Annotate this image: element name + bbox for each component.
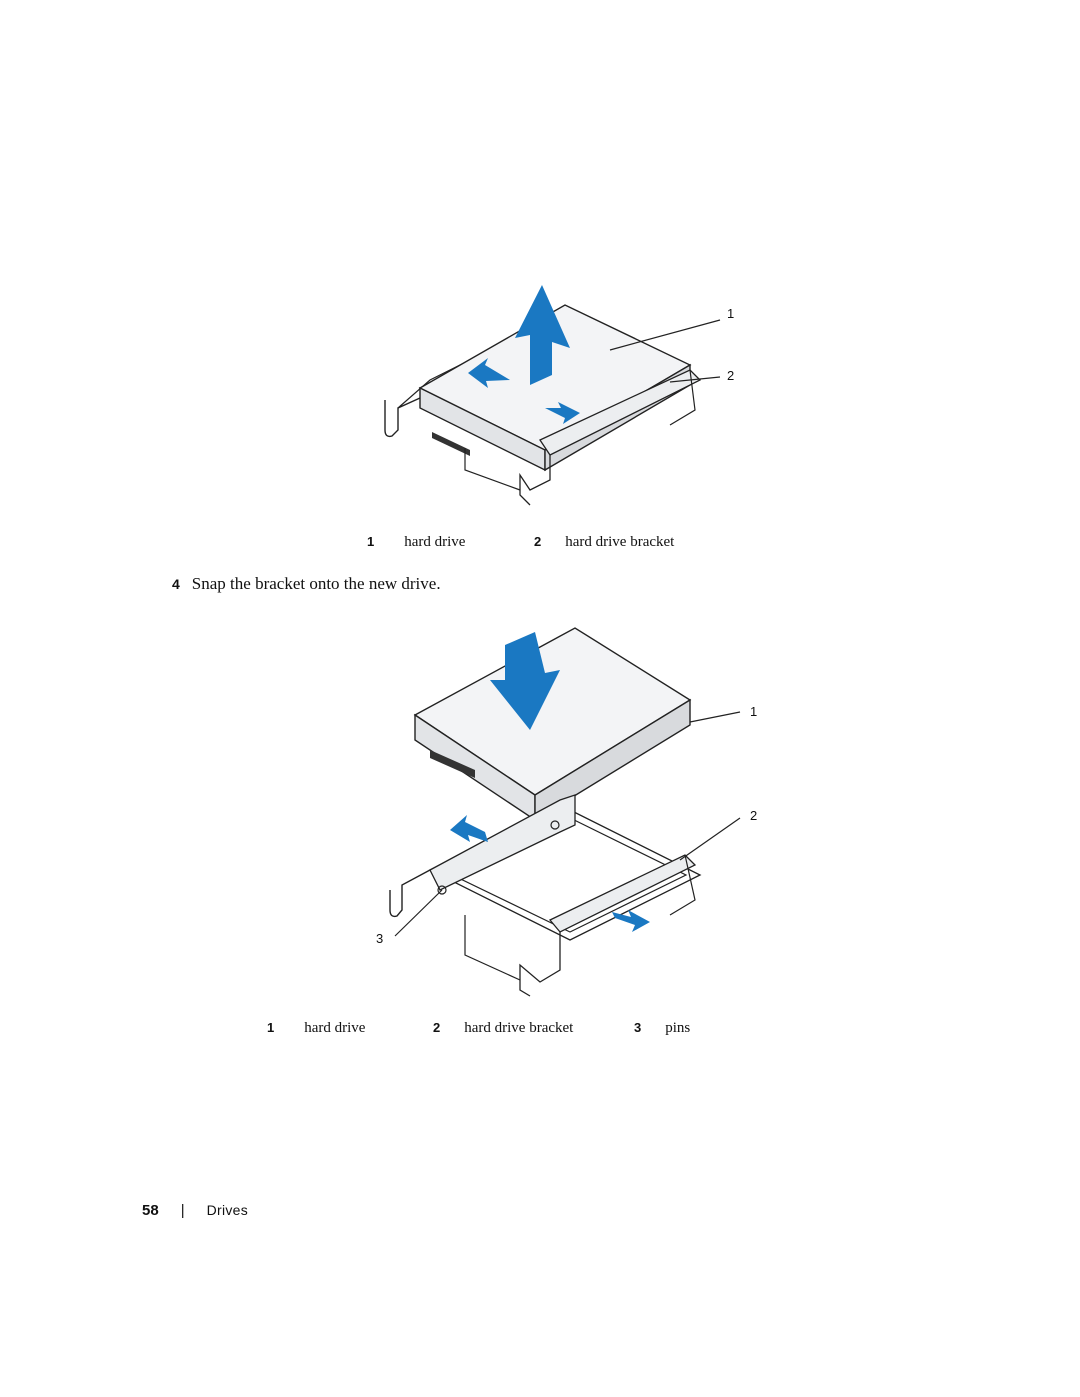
callout-2: 2 [727, 368, 735, 383]
callout-2: 2 [750, 808, 758, 823]
legend-number: 3 [634, 1020, 642, 1035]
figure1-legend-item-2: 2 hard drive bracket [534, 534, 674, 551]
figure2-legend-item-2: 2 hard drive bracket [433, 1020, 573, 1037]
legend-number: 1 [267, 1020, 275, 1035]
snap-bracket-illustration [389, 627, 741, 997]
callout-3: 3 [376, 931, 384, 946]
legend-number: 2 [433, 1020, 441, 1035]
figure1-legend-item-1: 1 hard drive [367, 534, 465, 551]
step-text: Snap the bracket onto the new drive. [191, 574, 441, 593]
footer-separator: | [180, 1202, 185, 1219]
legend-label: hard drive [304, 1020, 366, 1036]
page-footer: 58 | Drives [142, 1202, 248, 1219]
legend-label: pins [665, 1020, 691, 1036]
legend-number: 2 [534, 534, 542, 549]
legend-number: 1 [367, 534, 375, 549]
page-number: 58 [142, 1202, 159, 1219]
callout-1: 1 [750, 704, 758, 719]
legend-label: hard drive bracket [464, 1020, 574, 1036]
figure2-legend-item-3: 3 pins [634, 1020, 690, 1037]
section-name: Drives [206, 1202, 249, 1218]
remove-bracket-illustration [384, 285, 721, 506]
step-number: 4 [172, 576, 180, 592]
legend-label: hard drive bracket [565, 534, 675, 550]
callout-1: 1 [727, 306, 735, 321]
legend-label: hard drive [404, 534, 466, 550]
step-4: 4 Snap the bracket onto the new drive. [172, 574, 441, 594]
figure2-legend-item-1: 1 hard drive [267, 1020, 365, 1037]
